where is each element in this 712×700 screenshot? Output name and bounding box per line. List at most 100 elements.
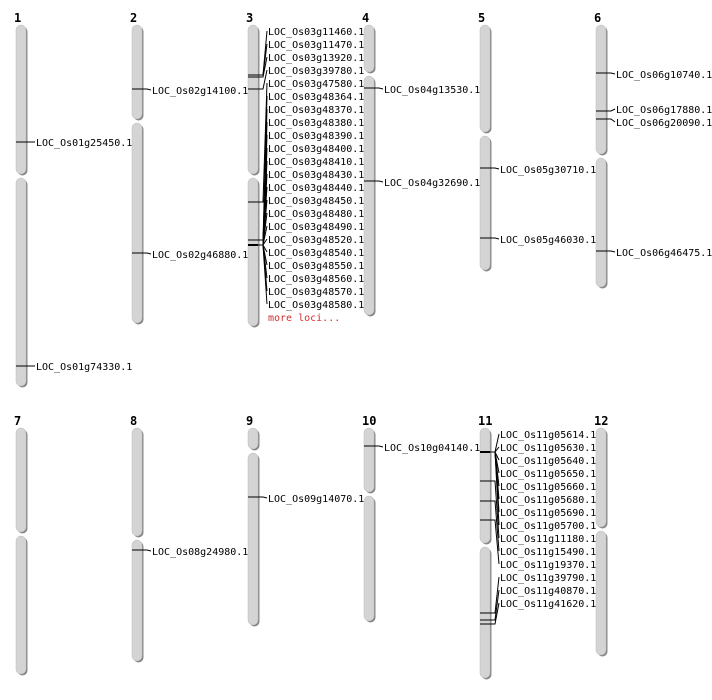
gene-label[interactable]: LOC_Os06g17880.1 <box>616 105 712 116</box>
chromosome-number: 5 <box>478 11 485 25</box>
gene-label[interactable]: LOC_Os03g48480.1 <box>268 209 364 220</box>
gene-label[interactable]: LOC_Os11g05630.1 <box>500 443 596 454</box>
gene-label[interactable]: LOC_Os11g39790.1 <box>500 573 596 584</box>
gene-marker[interactable]: LOC_Os10g04140.1 <box>364 443 480 454</box>
gene-label[interactable]: LOC_Os03g13920.1 <box>268 53 364 64</box>
gene-marker[interactable]: LOC_Os02g46880.1 <box>132 250 248 261</box>
gene-label[interactable]: LOC_Os05g46030.1 <box>500 235 596 246</box>
gene-label[interactable]: LOC_Os03g48490.1 <box>268 222 364 233</box>
gene-label[interactable]: LOC_Os04g32690.1 <box>384 178 480 189</box>
gene-marker[interactable]: LOC_Os11g15490.1 <box>480 500 596 558</box>
gene-marker[interactable]: LOC_Os11g05630.1 <box>480 443 596 454</box>
chromosome-6: 6LOC_Os06g10740.1LOC_Os06g17880.1LOC_Os0… <box>594 11 712 289</box>
gene-marker[interactable]: LOC_Os11g11180.1 <box>480 480 596 545</box>
gene-marker[interactable]: LOC_Os11g41620.1 <box>480 599 596 625</box>
gene-marker[interactable]: LOC_Os03g13920.1 <box>248 53 364 78</box>
gene-label[interactable]: LOC_Os08g24980.1 <box>152 547 248 558</box>
gene-label[interactable]: LOC_Os06g10740.1 <box>616 70 712 81</box>
gene-marker[interactable]: LOC_Os04g13530.1 <box>364 85 480 96</box>
gene-marker[interactable]: LOC_Os06g10740.1 <box>596 70 712 81</box>
gene-label[interactable]: LOC_Os11g05690.1 <box>500 508 596 519</box>
chromosome-short-arm <box>247 427 259 450</box>
chromosome-long-arm <box>363 495 375 622</box>
gene-marker[interactable]: LOC_Os04g32690.1 <box>364 178 480 189</box>
gene-label[interactable]: LOC_Os09g14070.1 <box>268 494 364 505</box>
gene-label[interactable]: LOC_Os02g46880.1 <box>152 250 248 261</box>
gene-label[interactable]: LOC_Os11g05680.1 <box>500 495 596 506</box>
gene-label[interactable]: LOC_Os04g13530.1 <box>384 85 480 96</box>
gene-label[interactable]: LOC_Os11g05640.1 <box>500 456 596 467</box>
gene-marker[interactable]: LOC_Os03g48580.1 <box>248 244 364 311</box>
gene-label[interactable]: LOC_Os11g05660.1 <box>500 482 596 493</box>
gene-label[interactable]: LOC_Os03g48364.1 <box>268 92 364 103</box>
chromosome-short-arm <box>15 24 27 175</box>
gene-label[interactable]: LOC_Os11g41620.1 <box>500 599 596 610</box>
gene-label[interactable]: LOC_Os10g04140.1 <box>384 443 480 454</box>
gene-marker[interactable]: LOC_Os11g40870.1 <box>480 586 596 621</box>
gene-marker[interactable]: LOC_Os01g74330.1 <box>16 362 132 373</box>
gene-label[interactable]: LOC_Os03g48580.1 <box>268 300 364 311</box>
gene-label[interactable]: LOC_Os03g48440.1 <box>268 183 364 194</box>
gene-label[interactable]: LOC_Os03g48410.1 <box>268 157 364 168</box>
chromosome-number: 4 <box>362 11 369 25</box>
gene-label[interactable]: LOC_Os11g05700.1 <box>500 521 596 532</box>
more-loci-link[interactable]: more loci... <box>268 313 340 324</box>
gene-label[interactable]: LOC_Os03g11460.1 <box>268 27 364 38</box>
chromosome-short-arm <box>247 24 259 175</box>
gene-label[interactable]: LOC_Os11g40870.1 <box>500 586 596 597</box>
gene-label[interactable]: LOC_Os11g19370.1 <box>500 560 596 571</box>
gene-label[interactable]: LOC_Os03g48370.1 <box>268 105 364 116</box>
gene-label[interactable]: LOC_Os03g48390.1 <box>268 131 364 142</box>
gene-label[interactable]: LOC_Os03g48570.1 <box>268 287 364 298</box>
gene-label[interactable]: LOC_Os11g11180.1 <box>500 534 596 545</box>
gene-marker[interactable]: LOC_Os05g30710.1 <box>480 165 596 176</box>
gene-marker[interactable]: LOC_Os05g46030.1 <box>480 235 596 246</box>
gene-label[interactable]: LOC_Os03g48400.1 <box>268 144 364 155</box>
gene-marker[interactable]: LOC_Os09g14070.1 <box>248 494 364 505</box>
gene-marker[interactable]: LOC_Os02g14100.1 <box>132 86 248 97</box>
gene-label[interactable]: LOC_Os03g11470.1 <box>268 40 364 51</box>
gene-label[interactable]: LOC_Os11g15490.1 <box>500 547 596 558</box>
gene-label[interactable]: LOC_Os03g48560.1 <box>268 274 364 285</box>
gene-marker[interactable]: LOC_Os03g47580.1 <box>248 79 364 203</box>
gene-label[interactable]: LOC_Os05g30710.1 <box>500 165 596 176</box>
chromosome-number: 11 <box>478 414 492 428</box>
chromosome-long-arm <box>479 135 491 271</box>
chromosome-long-arm <box>131 539 143 662</box>
gene-label[interactable]: LOC_Os03g48380.1 <box>268 118 364 129</box>
gene-label[interactable]: LOC_Os06g20090.1 <box>616 118 712 129</box>
gene-marker[interactable]: LOC_Os03g48520.1 <box>248 235 364 246</box>
gene-marker[interactable]: LOC_Os06g46475.1 <box>596 248 712 259</box>
chromosome-long-arm <box>363 75 375 316</box>
gene-label[interactable]: LOC_Os01g25450.1 <box>36 138 132 149</box>
gene-marker[interactable]: LOC_Os11g05700.1 <box>480 451 596 532</box>
gene-marker[interactable]: LOC_Os11g39790.1 <box>480 573 596 614</box>
gene-marker[interactable]: LOC_Os08g24980.1 <box>132 547 248 558</box>
gene-label[interactable]: LOC_Os11g05614.1 <box>500 430 596 441</box>
gene-label[interactable]: LOC_Os03g48540.1 <box>268 248 364 259</box>
gene-label[interactable]: LOC_Os03g48520.1 <box>268 235 364 246</box>
gene-label[interactable]: LOC_Os03g48430.1 <box>268 170 364 181</box>
gene-label[interactable]: LOC_Os06g46475.1 <box>616 248 712 259</box>
chromosome-long-arm <box>595 530 607 656</box>
gene-label[interactable]: LOC_Os02g14100.1 <box>152 86 248 97</box>
gene-marker[interactable]: LOC_Os06g20090.1 <box>596 118 712 129</box>
chromosome-long-arm <box>15 177 27 387</box>
chromosome-11: 11LOC_Os11g05614.1LOC_Os11g05630.1LOC_Os… <box>478 414 596 680</box>
chromosome-number: 2 <box>130 11 137 25</box>
gene-label[interactable]: LOC_Os01g74330.1 <box>36 362 132 373</box>
gene-marker[interactable]: LOC_Os11g19370.1 <box>480 519 596 571</box>
chromosome-12: 12 <box>594 414 608 657</box>
gene-label[interactable]: LOC_Os03g47580.1 <box>268 79 364 90</box>
gene-label[interactable]: LOC_Os03g48550.1 <box>268 261 364 272</box>
gene-marker[interactable]: LOC_Os03g39780.1 <box>248 66 364 90</box>
gene-label[interactable]: LOC_Os11g05650.1 <box>500 469 596 480</box>
gene-marker[interactable]: LOC_Os06g17880.1 <box>596 105 712 116</box>
gene-marker[interactable]: LOC_Os01g25450.1 <box>16 138 132 149</box>
gene-label[interactable]: LOC_Os03g48450.1 <box>268 196 364 207</box>
gene-label[interactable]: LOC_Os03g39780.1 <box>268 66 364 77</box>
